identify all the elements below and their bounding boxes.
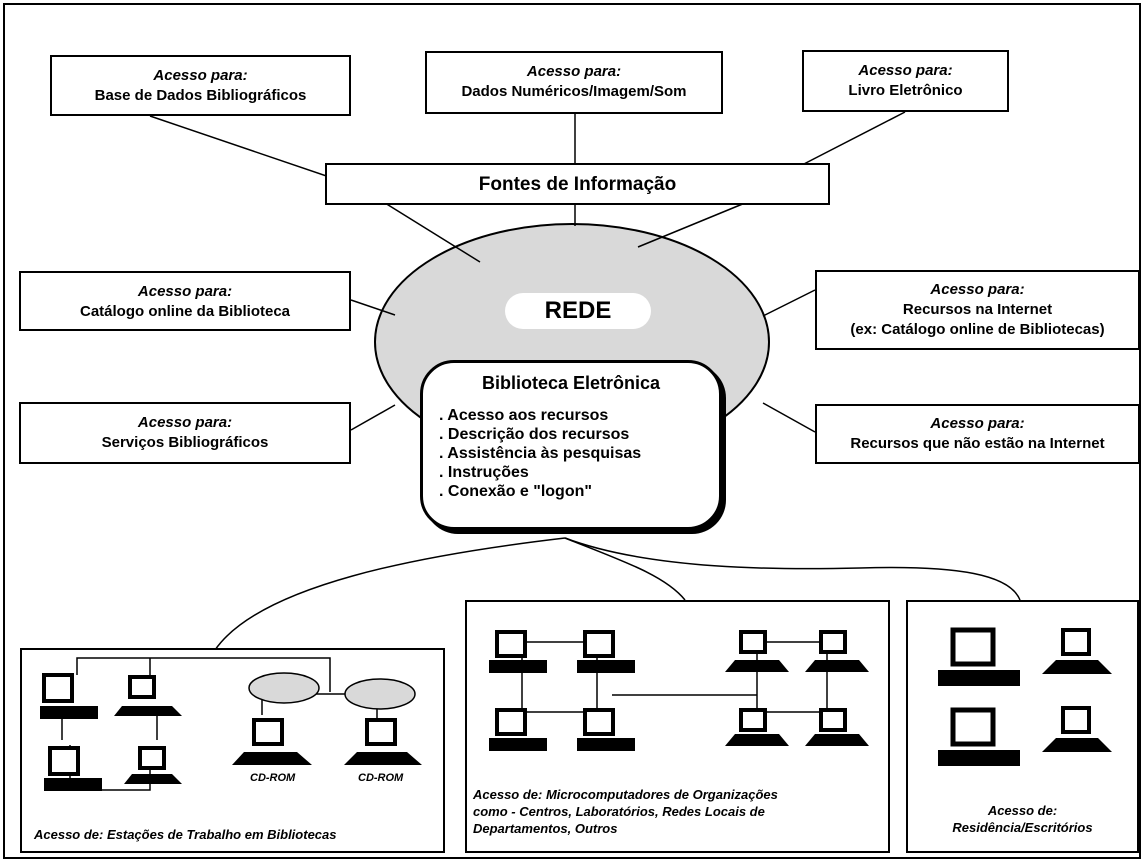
library-service-item: . Instruções	[439, 464, 529, 481]
panel-organizations: Acesso de: Microcomputadores de Organiza…	[465, 600, 890, 853]
caption-line: Acesso de:	[987, 803, 1058, 818]
access-label-line2: (ex: Catálogo online de Bibliotecas)	[850, 321, 1105, 338]
access-prefix: Acesso para:	[930, 281, 1025, 298]
caption-line: Departamentos, Outros	[473, 821, 618, 836]
access-prefix: Acesso para:	[153, 67, 248, 84]
access-prefix: Acesso para:	[137, 414, 233, 431]
network-label: REDE	[505, 293, 651, 329]
workstation-network-icons	[40, 657, 422, 791]
source-label: Dados Numéricos/Imagem/Som	[461, 83, 687, 100]
source-bibliographic-db: Acesso para: Base de Dados Bibliográfico…	[50, 55, 351, 116]
library-service-item: . Conexão e "logon"	[439, 483, 592, 500]
access-prefix: Acesso para:	[858, 62, 953, 79]
caption-line: Residência/Escritórios	[952, 820, 1093, 835]
cdrom-label: CD-ROM	[250, 772, 296, 784]
source-label: Base de Dados Bibliográficos	[94, 87, 307, 104]
library-services-list: . Acesso aos recursos . Descrição dos re…	[423, 406, 719, 501]
access-prefix: Acesso para:	[930, 415, 1025, 432]
panel-caption: Acesso de: Microcomputadores de Organiza…	[473, 786, 888, 837]
library-service-item: . Descrição dos recursos	[439, 426, 630, 443]
source-label: Livro Eletrônico	[848, 82, 963, 99]
access-internet-resources: Acesso para: Recursos na Internet (ex: C…	[815, 270, 1140, 350]
access-prefix: Acesso para:	[137, 283, 233, 300]
access-non-internet-resources: Acesso para: Recursos que não estão na I…	[815, 404, 1140, 464]
access-library-catalog: Acesso para: Catálogo online da Bibliote…	[19, 271, 351, 331]
residence-computer-icons	[938, 627, 1112, 766]
organization-network-icons	[489, 630, 869, 751]
information-sources-hub: Fontes de Informação	[325, 163, 830, 205]
source-numeric-data: Acesso para: Dados Numéricos/Imagem/Som	[425, 51, 723, 114]
access-label: Serviços Bibliográficos	[101, 434, 269, 451]
diagram-frame	[3, 3, 1141, 859]
caption-line: como - Centros, Laboratórios, Redes Loca…	[473, 804, 765, 819]
cdrom-label: CD-ROM	[358, 772, 404, 784]
library-service-item: . Assistência às pesquisas	[439, 445, 642, 462]
electronic-library-title: Biblioteca Eletrônica	[481, 373, 661, 393]
panel-library-workstations: CD-ROM CD-ROM Acesso de: Estações de Tra…	[20, 648, 445, 853]
panel-residence: Acesso de: Residência/Escritórios	[906, 600, 1139, 853]
access-bibliographic-services: Acesso para: Serviços Bibliográficos	[19, 402, 351, 464]
caption-line: Acesso de: Microcomputadores de Organiza…	[473, 787, 778, 802]
panel-caption: Acesso de: Residência/Escritórios	[908, 802, 1137, 836]
source-ebook: Acesso para: Livro Eletrônico	[802, 50, 1009, 112]
panel-caption: Acesso de: Estações de Trabalho em Bibli…	[34, 827, 337, 842]
access-label: Recursos que não estão na Internet	[850, 435, 1105, 452]
access-label-line1: Recursos na Internet	[902, 301, 1053, 318]
access-prefix: Acesso para:	[526, 63, 622, 80]
electronic-library-box: Biblioteca Eletrônica . Acesso aos recur…	[420, 360, 722, 530]
library-service-item: . Acesso aos recursos	[439, 407, 609, 424]
access-label: Catálogo online da Biblioteca	[79, 303, 291, 320]
